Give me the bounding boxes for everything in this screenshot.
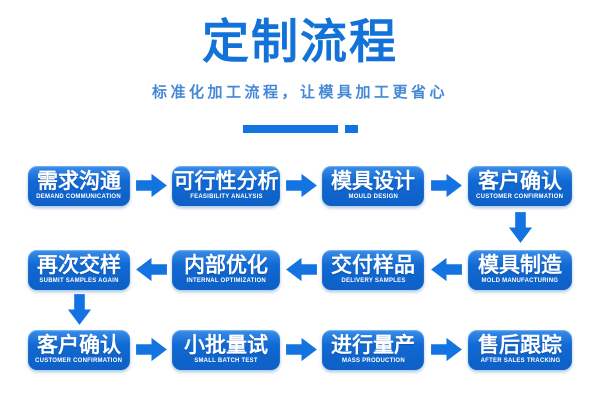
step-label-zh: 再次交样 xyxy=(37,253,121,277)
arrow-left-icon xyxy=(130,250,172,290)
flow-step-mould-design: 模具设计 MOULD DESIGN xyxy=(322,165,424,206)
arrow-right-icon xyxy=(130,330,172,370)
flow-step-internal-optimization: 内部优化 INTERNAL OPTIMIZATION xyxy=(172,249,280,290)
page-header: 定制流程 标准化加工流程，让模具加工更省心 xyxy=(0,0,600,133)
step-label-en: AFTER SALES TRACKING xyxy=(480,356,560,364)
flow-step-after-sales-tracking: 售后跟踪 AFTER SALES TRACKING xyxy=(468,329,572,370)
step-label-zh: 小批量试 xyxy=(184,333,268,357)
step-label-en: CUSTOMER CONFIRMATION xyxy=(35,356,123,364)
flow-step-demand-communication: 需求沟通 DEMAND COMMUNICATION xyxy=(28,165,130,206)
flow-step-customer-confirmation-1: 客户确认 CUSTOMER CONFIRMATION xyxy=(468,165,572,206)
flow-step-mass-production: 进行量产 MASS PRODUCTION xyxy=(322,329,424,370)
title-underline-bar xyxy=(242,124,338,133)
title-underline-dot xyxy=(344,124,358,133)
page-title: 定制流程 xyxy=(202,15,398,68)
arrow-right-icon xyxy=(280,166,322,206)
step-label-en: SUBMIT SAMPLES AGAIN xyxy=(39,276,119,284)
arrow-right-icon xyxy=(130,166,172,206)
page-subtitle: 标准化加工流程，让模具加工更省心 xyxy=(151,83,448,101)
step-label-zh: 售后跟踪 xyxy=(478,333,562,357)
flow-step-customer-confirmation-2: 客户确认 CUSTOMER CONFIRMATION xyxy=(28,329,130,370)
arrow-left-icon xyxy=(424,250,468,290)
step-label-en: INTERNAL OPTIMIZATION xyxy=(186,276,266,284)
step-label-en: SMALL BATCH TEST xyxy=(194,356,258,364)
flow-step-mold-manufacturing: 模具制造 MOLD MANUFACTURING xyxy=(468,249,572,290)
arrow-down-icon xyxy=(468,206,572,250)
process-flowchart: 需求沟通 DEMAND COMMUNICATION 可行性分析 FEASIBIL… xyxy=(28,165,572,370)
flow-step-small-batch-test: 小批量试 SMALL BATCH TEST xyxy=(172,329,280,370)
step-label-en: DEMAND COMMUNICATION xyxy=(36,192,122,200)
step-label-en: DELIVERY SAMPLES xyxy=(340,276,406,284)
step-label-zh: 客户确认 xyxy=(478,169,562,193)
step-label-zh: 内部优化 xyxy=(184,253,268,277)
step-label-zh: 交付样品 xyxy=(331,253,415,277)
step-label-zh: 进行量产 xyxy=(331,333,415,357)
arrow-right-icon xyxy=(424,166,468,206)
step-label-zh: 模具设计 xyxy=(331,169,415,193)
step-label-zh: 模具制造 xyxy=(478,253,562,277)
flow-step-submit-samples-again: 再次交样 SUBMIT SAMPLES AGAIN xyxy=(28,249,130,290)
arrow-right-icon xyxy=(280,330,322,370)
arrow-left-icon xyxy=(280,250,322,290)
step-label-en: MOULD DESIGN xyxy=(348,192,398,200)
step-label-en: FEASIBILITY ANALYSIS xyxy=(189,192,263,200)
flow-step-feasibility-analysis: 可行性分析 FEASIBILITY ANALYSIS xyxy=(172,165,280,206)
arrow-right-icon xyxy=(424,330,468,370)
step-label-zh: 需求沟通 xyxy=(37,169,121,193)
step-label-en: MOLD MANUFACTURING xyxy=(481,276,559,284)
step-label-zh: 可行性分析 xyxy=(173,169,279,193)
step-label-en: MASS PRODUCTION xyxy=(341,356,405,364)
flow-step-delivery-samples: 交付样品 DELIVERY SAMPLES xyxy=(322,249,424,290)
step-label-en: CUSTOMER CONFIRMATION xyxy=(476,192,564,200)
arrow-down-icon xyxy=(28,290,130,330)
title-underline xyxy=(0,124,600,133)
step-label-zh: 客户确认 xyxy=(37,333,121,357)
